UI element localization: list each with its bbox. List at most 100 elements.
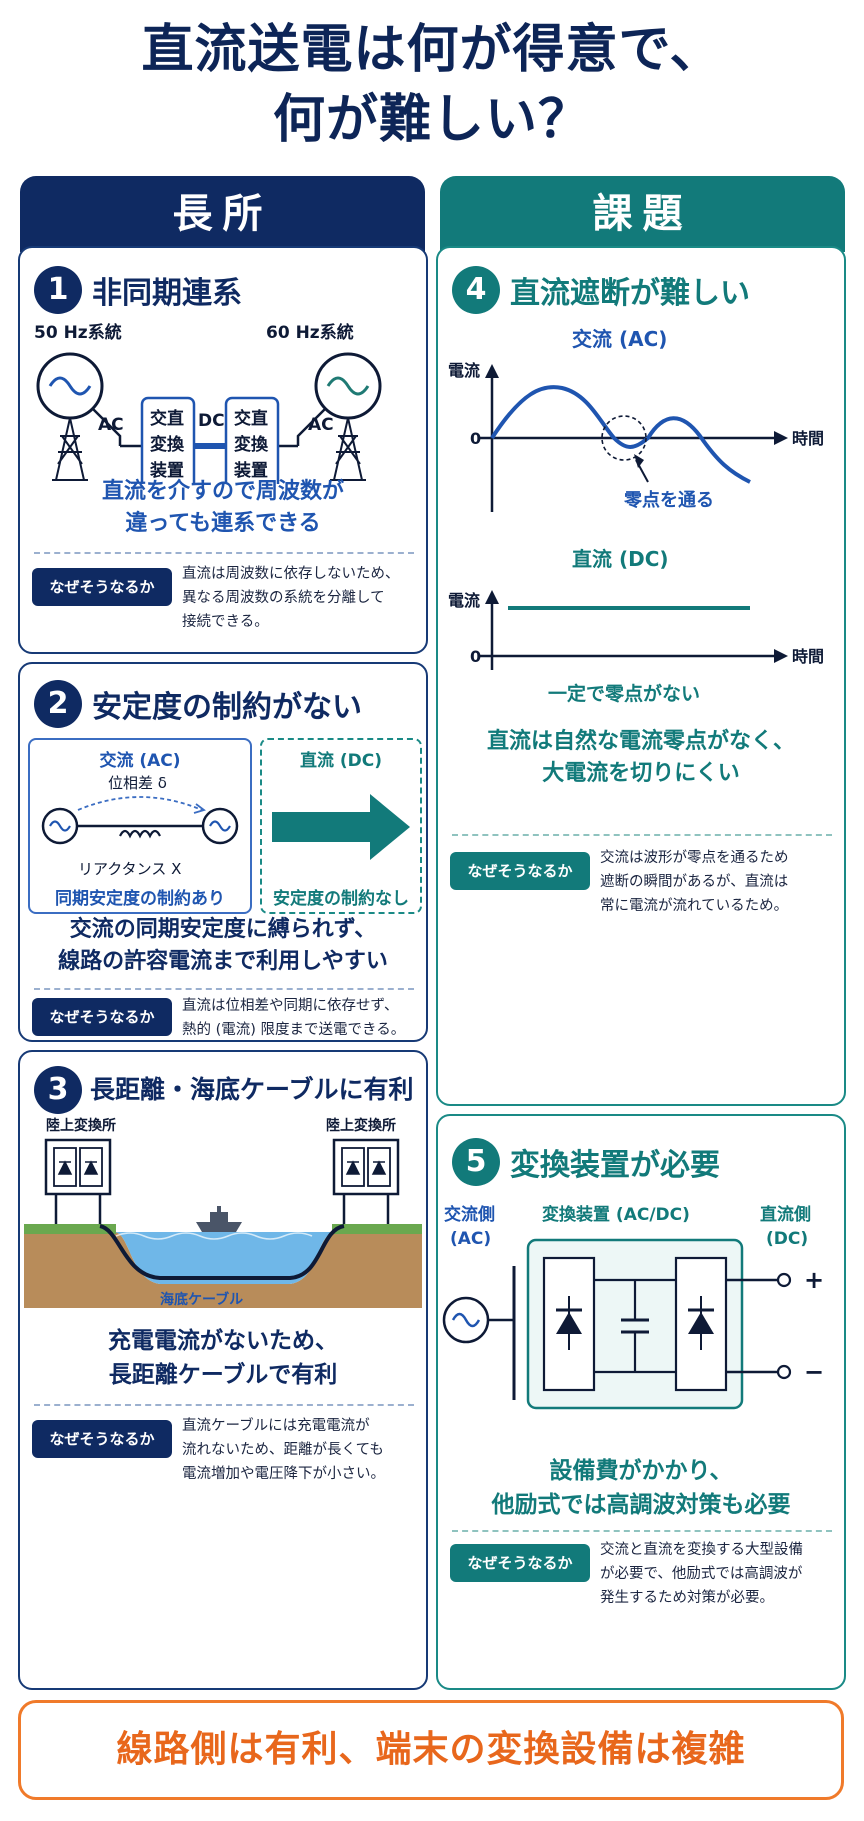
why-explanation: 直流ケーブルには充電電流が 流れないため、距離が長くても 電流増加や電圧降下が小… [182, 1418, 385, 1482]
right-pylon-icon [330, 417, 366, 481]
column-header-advantages: 長所 [20, 176, 425, 252]
sea-shape [114, 1232, 336, 1284]
zero-cross-marker [601, 415, 647, 461]
why-badge: なぜそうなるか [450, 1544, 590, 1582]
card-summary: 直流を介すので周波数が 違っても連系できる [101, 479, 344, 536]
ac-label-right: AC [308, 415, 334, 435]
dc-waveform-title: 直流 (DC) [572, 547, 669, 571]
dc-zero-label: 0 [470, 647, 481, 666]
card-number: 3 [34, 1066, 82, 1114]
card-summary: 直流は自然な電流零点がなく、 大電流を切りにくい [486, 729, 795, 786]
left-system-label: 50 Hz系統 [34, 322, 122, 343]
zero-cross-label: 零点を通る [623, 489, 714, 511]
minus-label: − [804, 1358, 824, 1386]
left-station-icon [44, 1138, 112, 1224]
card-heading: 直流遮断が難しい [510, 276, 750, 311]
async-interconnection-diagram: 50 Hz系統 60 Hz系統 AC AC 交直 変換 装置 交直 変換 装置 … [34, 322, 382, 484]
ac-label-left: AC [98, 415, 124, 435]
svg-text:交直: 交直 [150, 408, 184, 429]
ac-side-label-1: 交流側 [444, 1204, 495, 1225]
card-long-distance-cable: 3 長距離・海底ケーブルに有利 陸上変換所 陸上変換所 [18, 1050, 428, 1690]
card-number: 2 [34, 680, 82, 728]
dc-side-label-1: 直流側 [760, 1204, 811, 1225]
right-sine-icon [326, 376, 370, 396]
plus-terminal-icon [776, 1272, 792, 1288]
svg-text:変換: 変換 [150, 434, 185, 455]
why-explanation: 交流は波形が零点を通るため 遮断の瞬間があるが、直流は 常に電流が流れているため… [600, 850, 789, 914]
page-title-line-1: 直流送電は何が得意で、 [141, 20, 723, 80]
why-badge: なぜそうなるか [32, 568, 172, 606]
dc-stability-panel: 直流 (DC) 安定度の制約なし [260, 738, 422, 914]
card-number: 1 [34, 266, 82, 314]
why-explanation: 交流と直流を変換する大型設備 が必要で、他励式では高調波が 発生するため対策が必… [600, 1542, 803, 1606]
reactance-label: リアクタンス X [78, 860, 181, 878]
dc-constant-note: 一定で零点がない [548, 682, 700, 705]
card-async-interconnection: 1 非同期連系 50 Hz系統 60 Hz系統 AC AC 交直 変換 装置 交… [18, 246, 428, 654]
svg-text:交直: 交直 [234, 408, 268, 429]
ac-stability-panel: 交流 (AC) 位相差 δ リアクタンス X 同期安定度の制約あり [28, 738, 252, 914]
ac-stability-diagram: 位相差 δ リアクタンス X [41, 774, 239, 878]
divider [34, 988, 414, 990]
card-dc-interruption: 4 直流遮断が難しい 交流 (AC) 電流 0 時間 零点を通る 直流 (DC)… [436, 246, 846, 1106]
ac-sine-curve [490, 385, 751, 484]
right-station-label: 陸上変換所 [326, 1117, 396, 1134]
dc-label: DC [198, 411, 225, 431]
ac-side-label-2: (AC) [450, 1229, 491, 1249]
ac-zero-label: 0 [470, 429, 481, 448]
divider [34, 552, 414, 554]
why-explanation: 直流は周波数に依存しないため、 異なる周波数の系統を分離して 接続できる。 [182, 566, 400, 630]
ac-panel-title: 交流 (AC) [99, 751, 181, 771]
right-system-label: 60 Hz系統 [266, 322, 354, 343]
dc-x-label: 時間 [792, 647, 824, 666]
left-sine-icon [48, 376, 92, 396]
dc-arrow-icon [272, 794, 410, 860]
ac-waveform-title: 交流 (AC) [572, 327, 667, 351]
dc-panel-title: 直流 (DC) [299, 751, 383, 771]
cable-label: 海底ケーブル [160, 1291, 243, 1308]
converter-label: 変換装置 (AC/DC) [542, 1204, 690, 1225]
plus-label: + [804, 1266, 824, 1294]
ac-current-waveform: 交流 (AC) 電流 0 時間 零点を通る [448, 327, 824, 512]
divider [452, 834, 832, 836]
why-explanation: 直流は位相差や同期に依存せず、 熱的 (電流) 限度まで送電できる。 [182, 998, 406, 1038]
dc-y-label: 電流 [448, 591, 480, 610]
card-summary: 交流の同期安定度に縛られず、 線路の許容電流まで利用しやすい [58, 917, 388, 974]
phase-diff-label: 位相差 δ [108, 774, 167, 792]
right-station-icon [332, 1138, 400, 1224]
footer-conclusion-banner: 線路側は有利、端末の変換設備は複雑 [18, 1700, 844, 1800]
converter-diagram: 交流側 (AC) 変換装置 (AC/DC) 直流側 (DC) + − [442, 1204, 824, 1410]
ship-icon [196, 1206, 242, 1232]
left-pylon-icon [52, 417, 88, 481]
card-converter-required: 5 変換装置が必要 交流側 (AC) 変換装置 (AC/DC) 直流側 (DC) [436, 1114, 846, 1690]
minus-terminal-icon [776, 1364, 792, 1380]
card-heading: 変換装置が必要 [510, 1148, 720, 1183]
column-header-challenges: 課題 [440, 176, 845, 252]
ac-y-label: 電流 [448, 361, 480, 380]
divider [34, 1404, 414, 1406]
card-heading: 安定度の制約がない [92, 690, 362, 725]
ac-x-label: 時間 [792, 429, 824, 448]
card-summary: 設備費がかかり、 他励式では高調波対策も必要 [491, 1458, 791, 1518]
page-title-line-2: 何が難しい？ [272, 90, 591, 150]
submarine-cable-diagram: 陸上変換所 陸上変換所 [24, 1117, 422, 1308]
reactance-coil-icon [119, 829, 161, 839]
card-number: 4 [452, 266, 500, 314]
svg-text:変換: 変換 [234, 434, 269, 455]
card-heading: 非同期連系 [92, 276, 242, 311]
why-badge: なぜそうなるか [32, 1420, 172, 1458]
card-heading: 長距離・海底ケーブルに有利 [90, 1075, 414, 1104]
card-summary: 充電電流がないため、 長距離ケーブルで有利 [108, 1328, 338, 1388]
dc-side-label-2: (DC) [766, 1229, 808, 1249]
divider [452, 1530, 832, 1532]
card-number: 5 [452, 1138, 500, 1186]
card-no-stability-limit: 2 安定度の制約がない 交流 (AC) 位相差 δ リアクタンス X 同期安定度… [18, 662, 428, 1042]
svg-text:装置: 装置 [149, 460, 184, 481]
why-badge: なぜそうなるか [32, 998, 172, 1036]
why-badge: なぜそうなるか [450, 852, 590, 890]
left-station-label: 陸上変換所 [46, 1117, 116, 1134]
dc-current-waveform: 直流 (DC) 電流 0 時間 一定で零点がない [448, 547, 824, 705]
dc-panel-note: 安定度の制約なし [273, 889, 409, 909]
svg-text:装置: 装置 [233, 460, 268, 481]
submarine-cable-line [99, 1224, 345, 1280]
ac-panel-note: 同期安定度の制約あり [55, 889, 225, 909]
